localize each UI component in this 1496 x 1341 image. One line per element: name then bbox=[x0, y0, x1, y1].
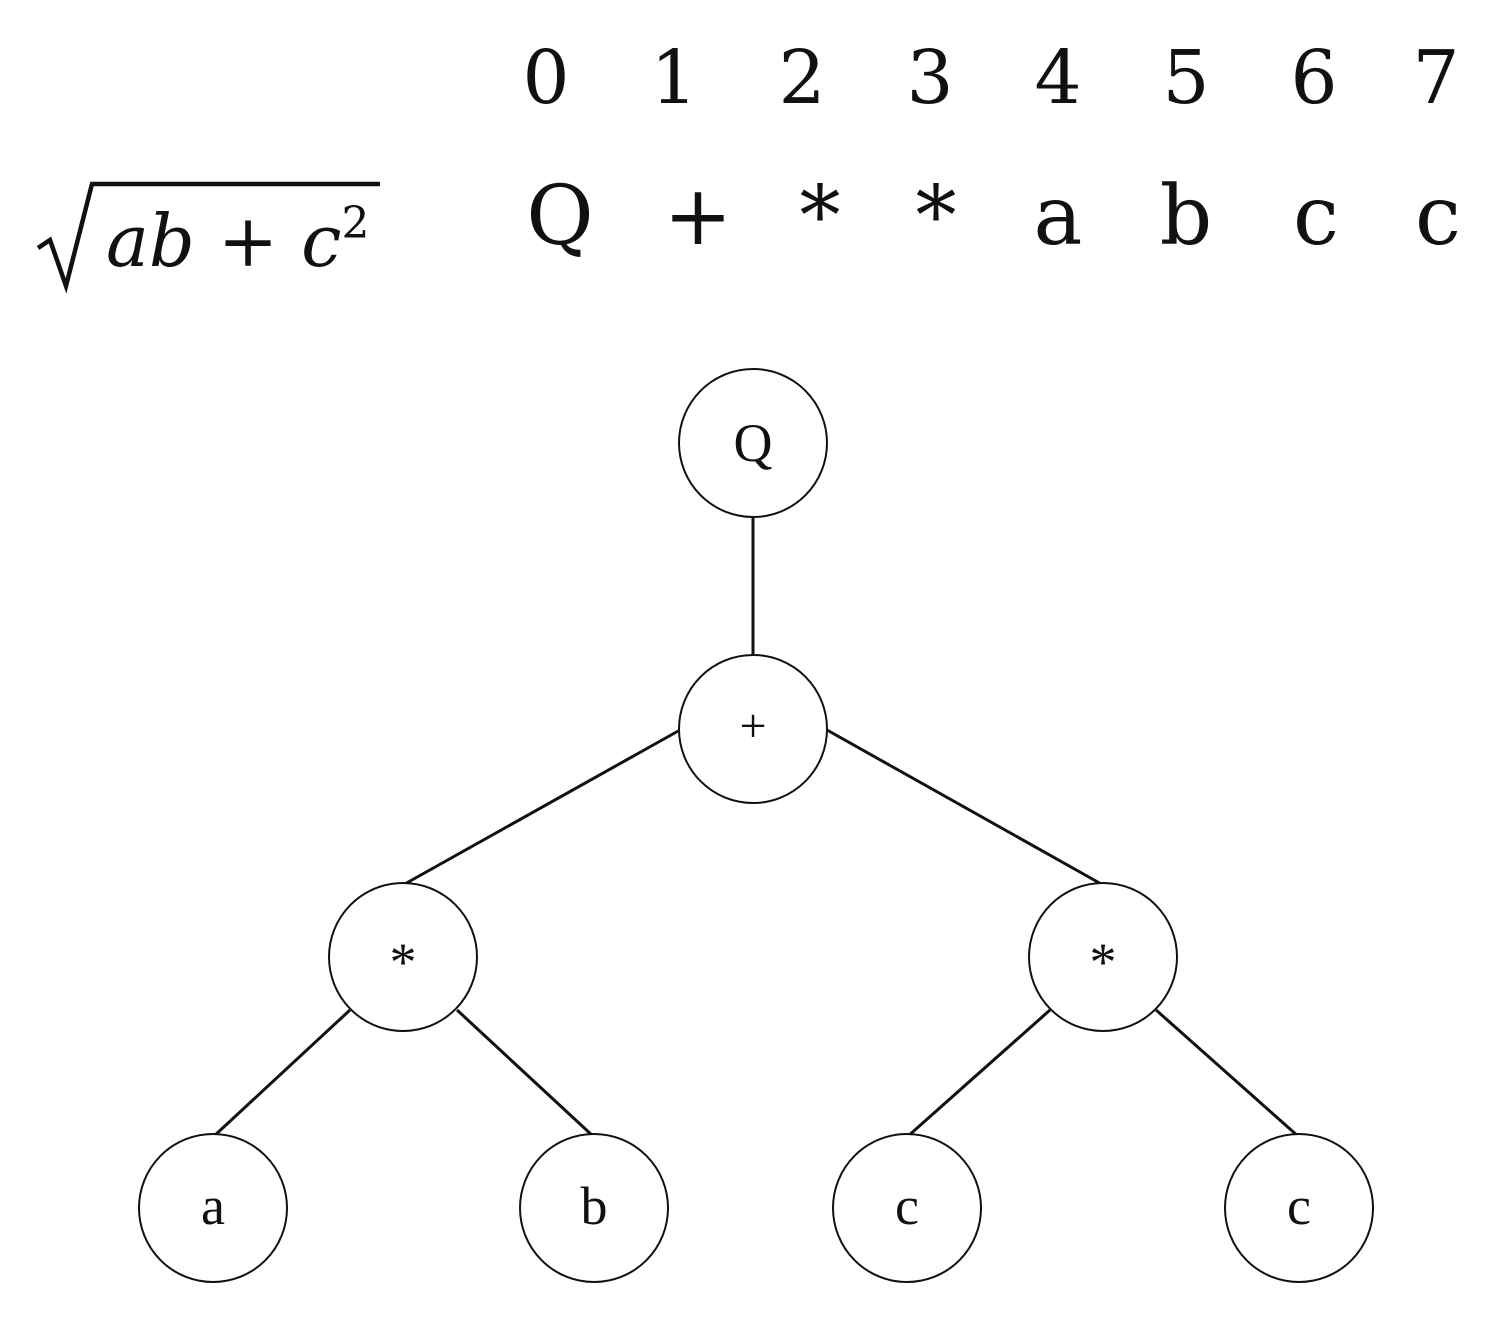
array-symbol: b bbox=[1159, 169, 1213, 264]
tree-node-leaf-c2 bbox=[1224, 1133, 1374, 1283]
formula-exponent: 2 bbox=[341, 198, 370, 249]
array-index: 6 bbox=[1290, 35, 1338, 121]
tree-node-label: Q bbox=[734, 413, 773, 473]
tree-edge bbox=[211, 1008, 352, 1139]
tree-node-plus bbox=[678, 654, 828, 804]
formula: ab + c2 bbox=[30, 170, 390, 300]
tree-node-label: a bbox=[201, 1176, 225, 1236]
tree-edge bbox=[906, 1008, 1051, 1139]
array-symbol: * bbox=[915, 169, 957, 264]
tree-node-root bbox=[678, 368, 828, 518]
tree-node-label: + bbox=[739, 700, 766, 753]
tree-node-leaf-b bbox=[519, 1133, 669, 1283]
tree-node-leaf-c1 bbox=[832, 1133, 982, 1283]
tree-node-mul-left bbox=[328, 882, 478, 1032]
formula-radicand: ab + c bbox=[106, 199, 342, 283]
formula-expression: ab + c2 bbox=[106, 196, 369, 286]
array-index: 7 bbox=[1412, 35, 1460, 121]
tree-node-leaf-a bbox=[138, 1133, 288, 1283]
tree-node-label: c bbox=[895, 1176, 919, 1236]
array-symbol: + bbox=[663, 169, 733, 264]
array-index-row: 0 1 2 3 4 5 6 7 bbox=[0, 0, 1496, 300]
array-index: 5 bbox=[1162, 35, 1210, 121]
array-index: 3 bbox=[906, 35, 954, 121]
array-symbol: c bbox=[1415, 169, 1461, 264]
array-symbol: Q bbox=[526, 169, 594, 264]
array-index: 1 bbox=[650, 35, 698, 121]
tree-edge bbox=[1155, 1008, 1300, 1139]
tree-node-label: * bbox=[390, 932, 417, 992]
tree-node-label: c bbox=[1287, 1176, 1311, 1236]
tree-edges bbox=[211, 517, 1300, 1139]
tree-edge bbox=[402, 728, 681, 887]
array-symbol: a bbox=[1033, 169, 1083, 264]
array-index: 0 bbox=[522, 35, 570, 121]
tree-node-label: * bbox=[1090, 932, 1117, 992]
radical-sign-icon bbox=[36, 181, 380, 294]
array-symbol-row: Q + * * a b c c bbox=[0, 0, 1496, 300]
array-symbol: c bbox=[1293, 169, 1339, 264]
tree-edge bbox=[826, 728, 1104, 887]
tree-node-label: b bbox=[581, 1176, 608, 1236]
tree-node-mul-right bbox=[1028, 882, 1178, 1032]
tree-edge bbox=[455, 1008, 596, 1139]
array-index: 2 bbox=[778, 35, 826, 121]
array-symbol: * bbox=[799, 169, 841, 264]
array-index: 4 bbox=[1034, 35, 1082, 121]
